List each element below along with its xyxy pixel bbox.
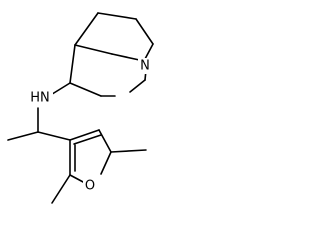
bond-c-c xyxy=(74,44,113,55)
bond-c-o xyxy=(100,151,112,175)
bond-c-methyl xyxy=(51,174,71,204)
bond-c-c xyxy=(74,12,99,46)
quinuclidine-ring xyxy=(69,12,154,97)
structure-canvas: HN N O xyxy=(7,12,154,204)
bond-c-c xyxy=(98,129,112,153)
atom-labels: HN N O xyxy=(29,58,152,194)
furan-ring xyxy=(51,129,147,204)
bond-c-c xyxy=(69,129,100,141)
bond-o-c xyxy=(69,174,86,184)
bond-c-c-double xyxy=(73,134,102,145)
amine-nitrogen-label: HN xyxy=(30,91,50,106)
bond-c-c xyxy=(69,44,76,84)
bond-c-n xyxy=(129,79,146,93)
bond-c-c xyxy=(69,82,102,97)
label-bg xyxy=(138,58,152,74)
label-bg xyxy=(29,90,53,106)
bridgehead-nitrogen-label: N xyxy=(140,59,150,74)
furan-oxygen-label: O xyxy=(85,179,95,194)
bond-c-c xyxy=(135,18,154,45)
bond-c-methyl xyxy=(110,149,147,153)
bond-c-methyl xyxy=(7,131,39,141)
bond-c-c xyxy=(97,12,137,20)
label-bg xyxy=(83,178,97,194)
molecule-diagram: HN N O xyxy=(7,12,154,204)
bond-c-n xyxy=(144,43,154,60)
bond-c-c xyxy=(37,131,71,141)
